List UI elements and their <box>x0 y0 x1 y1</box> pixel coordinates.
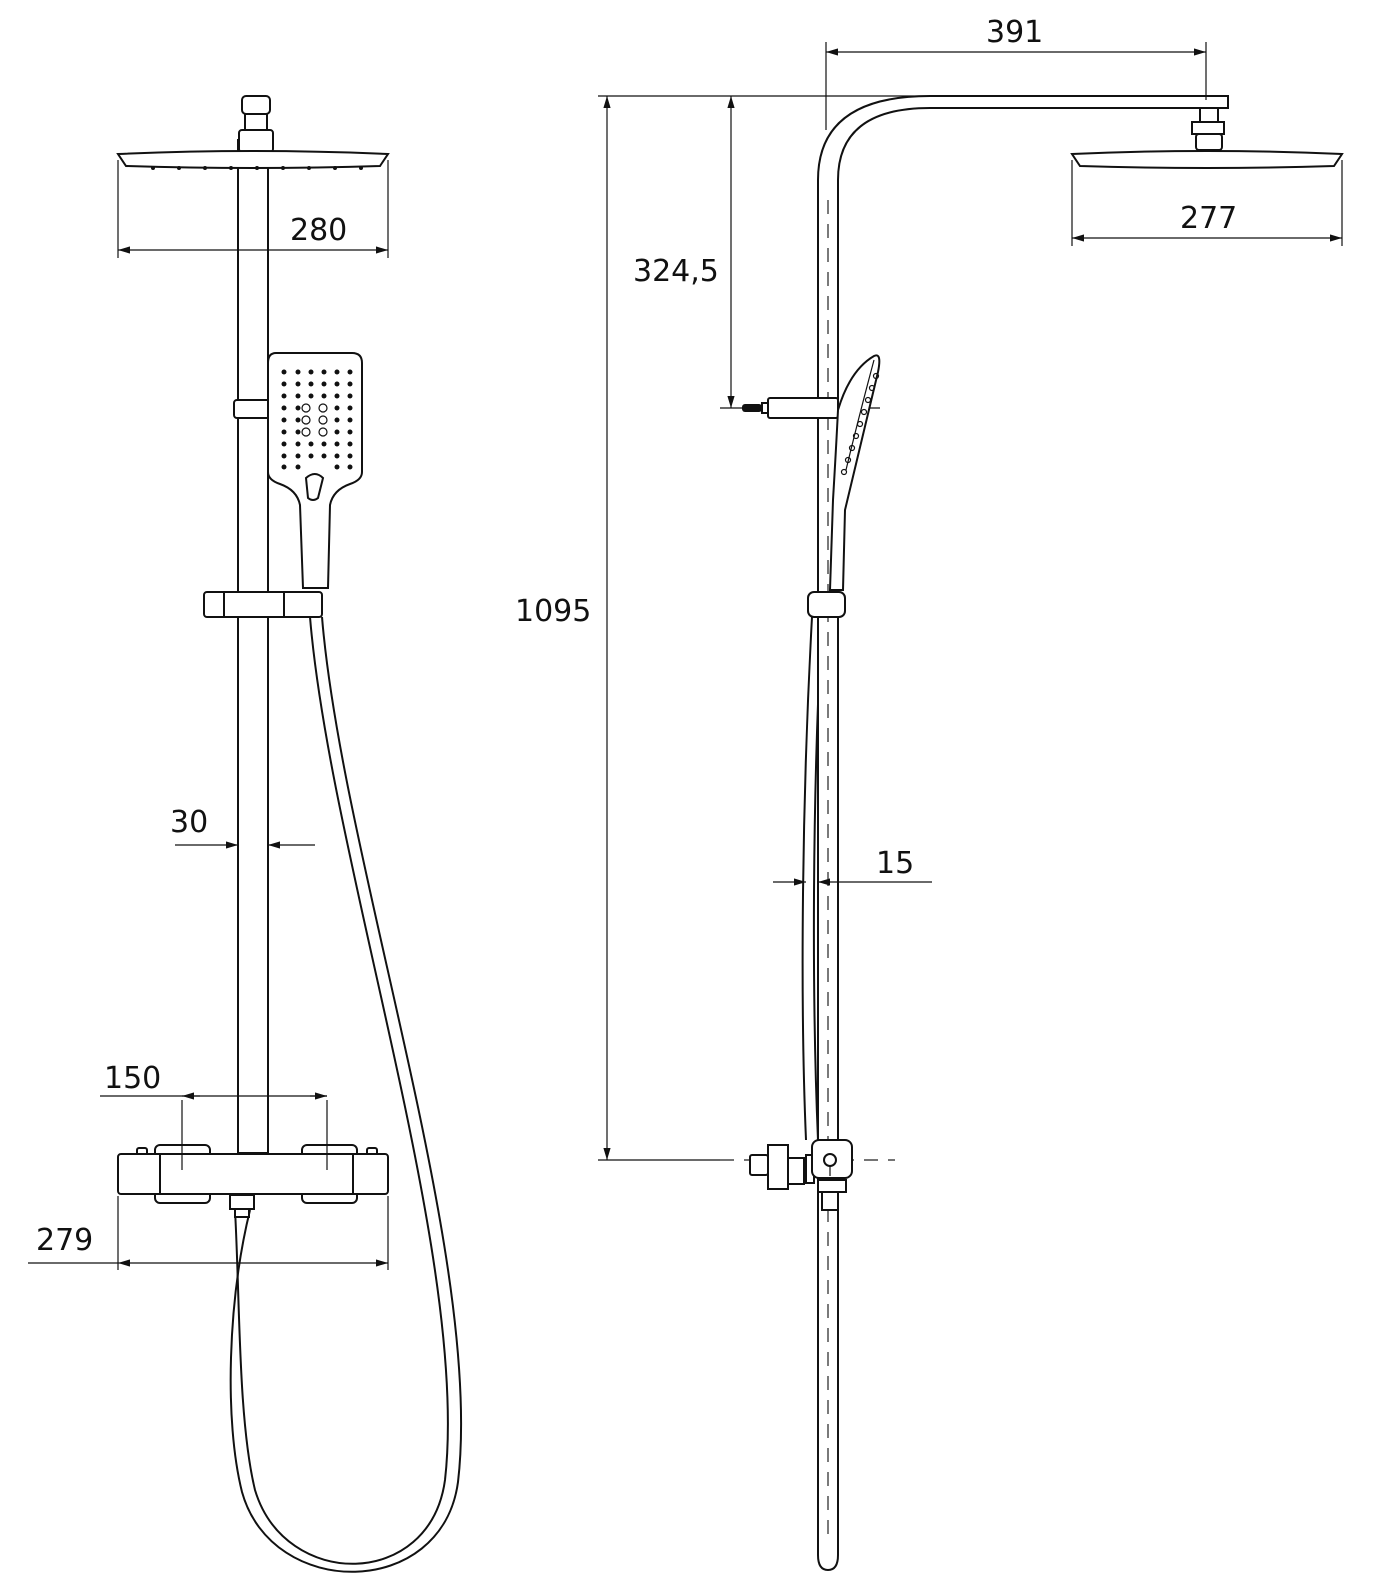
dimension-head-width-front: 280 <box>117 160 389 258</box>
spray-nozzles <box>281 369 353 470</box>
thermostatic-valve-front <box>117 1144 389 1218</box>
front-view: 280 <box>28 95 463 1573</box>
dimension-valve-width: 279 <box>28 1196 389 1270</box>
dimension-label: 30 <box>170 805 208 840</box>
dimension-label: 150 <box>104 1061 161 1096</box>
hand-shower-side <box>828 354 881 591</box>
slider-bracket <box>233 399 271 419</box>
dimension-label: 277 <box>1180 201 1237 236</box>
dimension-hose-diameter: 15 <box>773 846 932 886</box>
side-view: 391 277 1095 324,5 <box>515 15 1344 1572</box>
dimension-head-width-side: 277 <box>1071 160 1343 246</box>
riser-pipe-with-arm <box>817 95 1229 1572</box>
dimension-label: 324,5 <box>633 254 719 289</box>
hose-front <box>229 616 463 1573</box>
riser-pipe <box>237 139 269 1154</box>
rain-shower-head <box>116 150 390 170</box>
thermostatic-valve-side <box>749 1139 853 1211</box>
dimension-total-height: 1095 <box>515 95 930 1161</box>
dimension-pipe-diameter: 30 <box>170 805 315 849</box>
nozzles <box>151 166 363 170</box>
hand-shower-holder <box>203 591 323 618</box>
dimension-arm-projection: 391 <box>825 15 1207 130</box>
dimension-slider-height: 324,5 <box>633 96 880 409</box>
dimension-label: 280 <box>290 213 347 248</box>
hand-shower-holder-side <box>807 591 846 618</box>
dimension-label: 1095 <box>515 594 591 629</box>
dimension-inlet-spacing: 150 <box>100 1061 328 1170</box>
dimension-label: 15 <box>876 846 914 881</box>
dimension-label: 279 <box>36 1223 93 1258</box>
hand-shower-front <box>267 352 363 589</box>
slider-bracket-side <box>742 397 839 419</box>
rain-shower-head-side <box>1070 107 1344 169</box>
dimension-label: 391 <box>986 15 1043 50</box>
head-connector <box>238 95 274 153</box>
